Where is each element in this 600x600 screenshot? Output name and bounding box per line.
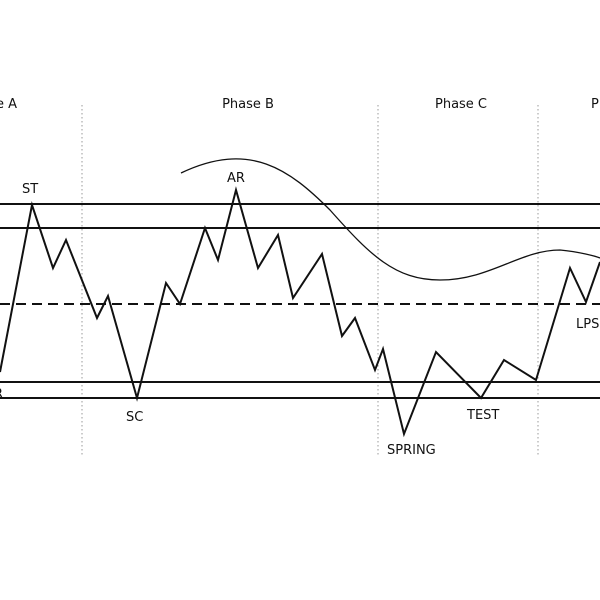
price-path [0, 186, 600, 438]
event-label-test: TEST [466, 408, 499, 423]
event-label-sc: SC [126, 410, 143, 425]
event-label-st: ST [22, 182, 38, 197]
event-label-r: R [0, 387, 3, 402]
event-label-lps: LPS [576, 317, 599, 332]
phase-a-label: e A [0, 97, 17, 112]
event-label-spring: SPRING [387, 443, 436, 458]
phase-c-label: Phase C [435, 97, 487, 112]
phase-d-label: P [591, 97, 599, 112]
event-label-ar: AR [227, 171, 245, 186]
trend-curve [180, 158, 600, 281]
phase-b-label: Phase B [222, 97, 274, 112]
